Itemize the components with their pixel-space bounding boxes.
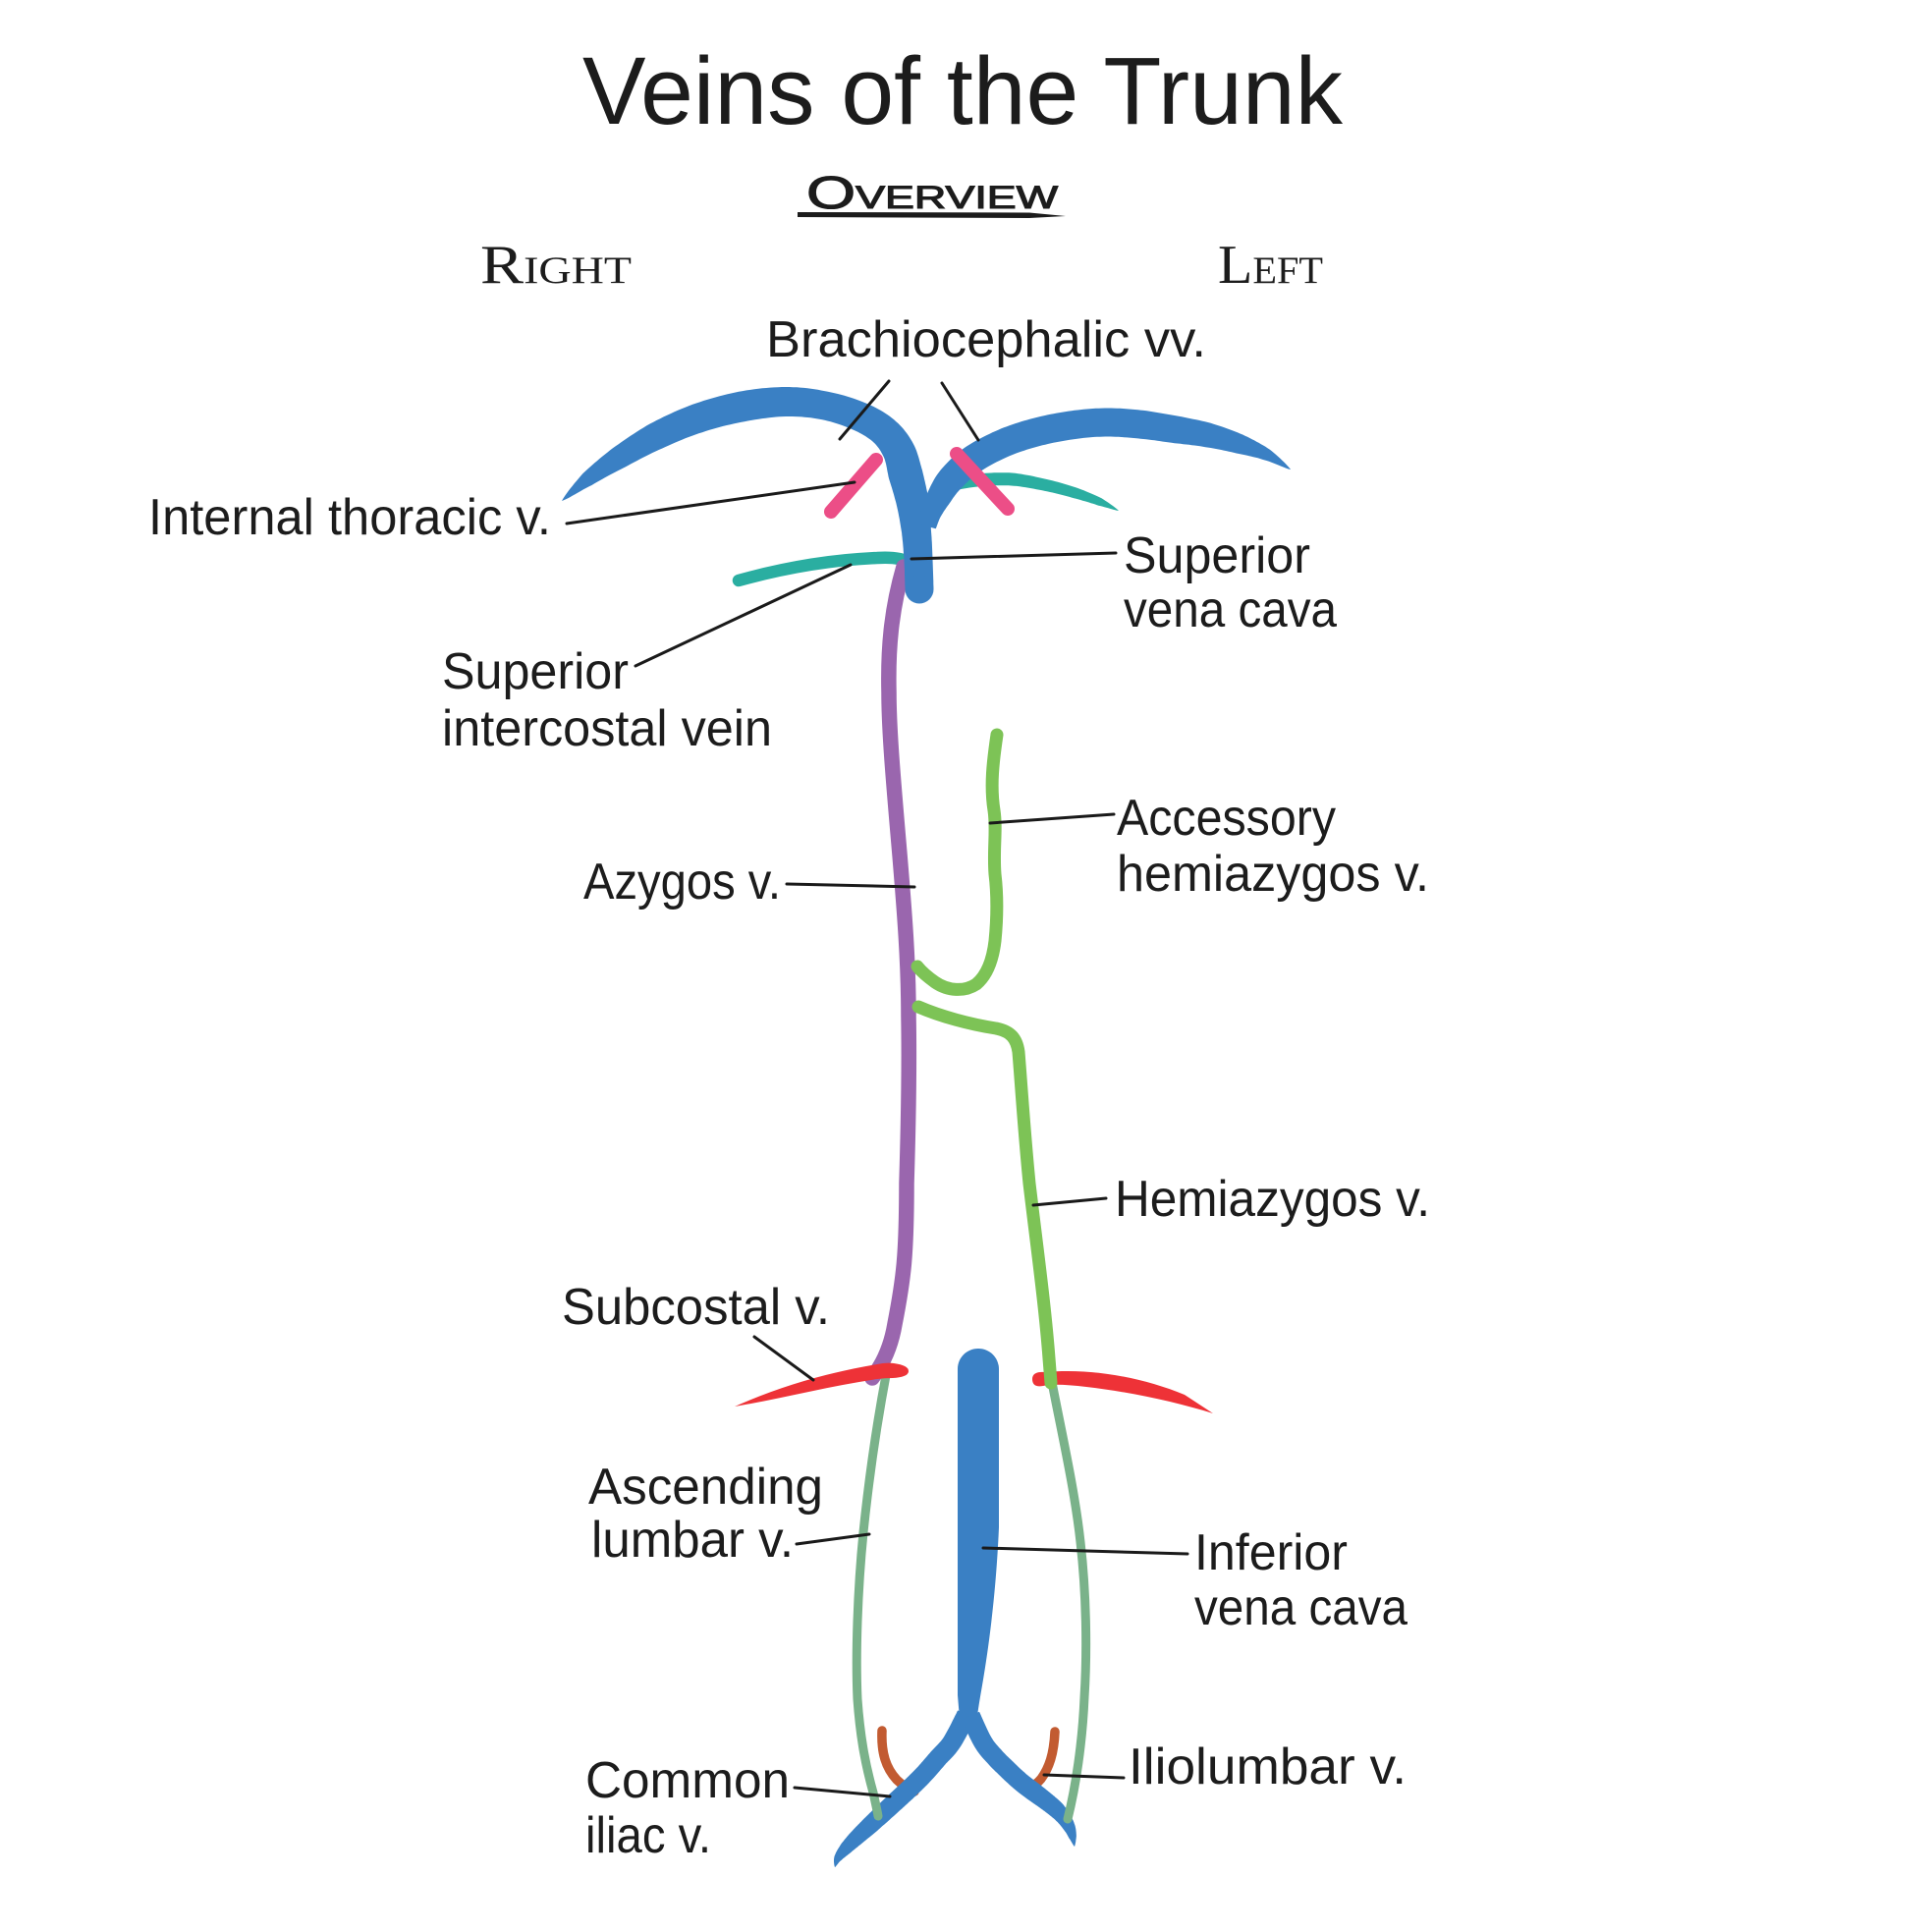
svg-text:Left: Left — [1218, 235, 1323, 296]
svg-text:vena cava: vena cava — [1194, 1579, 1408, 1636]
svg-text:Hemiazygos v.: Hemiazygos v. — [1115, 1171, 1430, 1228]
svg-text:iliac v.: iliac v. — [585, 1807, 711, 1864]
svg-text:Veins of the Trunk: Veins of the Trunk — [582, 37, 1343, 144]
svg-text:Azygos v.: Azygos v. — [583, 854, 781, 911]
svg-text:Ascending: Ascending — [588, 1459, 823, 1516]
svg-text:Brachiocephalic vv.: Brachiocephalic vv. — [766, 311, 1206, 368]
svg-text:Internal thoracic v.: Internal thoracic v. — [148, 489, 551, 546]
svg-text:lumbar v.: lumbar v. — [591, 1512, 794, 1569]
svg-text:Accessory: Accessory — [1117, 790, 1336, 847]
svg-text:Iliolumbar v.: Iliolumbar v. — [1129, 1739, 1407, 1795]
svg-text:hemiazygos v.: hemiazygos v. — [1117, 846, 1429, 903]
svg-text:Right: Right — [480, 235, 632, 296]
svg-text:Superior: Superior — [442, 643, 629, 700]
svg-text:vena cava: vena cava — [1124, 581, 1337, 638]
svg-text:Common: Common — [585, 1752, 790, 1809]
svg-text:Superior: Superior — [1124, 527, 1310, 584]
svg-text:intercostal vein: intercostal vein — [442, 700, 772, 757]
svg-text:Subcostal v.: Subcostal v. — [562, 1279, 830, 1336]
svg-text:Overview: Overview — [806, 167, 1059, 218]
svg-text:Inferior: Inferior — [1194, 1524, 1348, 1581]
